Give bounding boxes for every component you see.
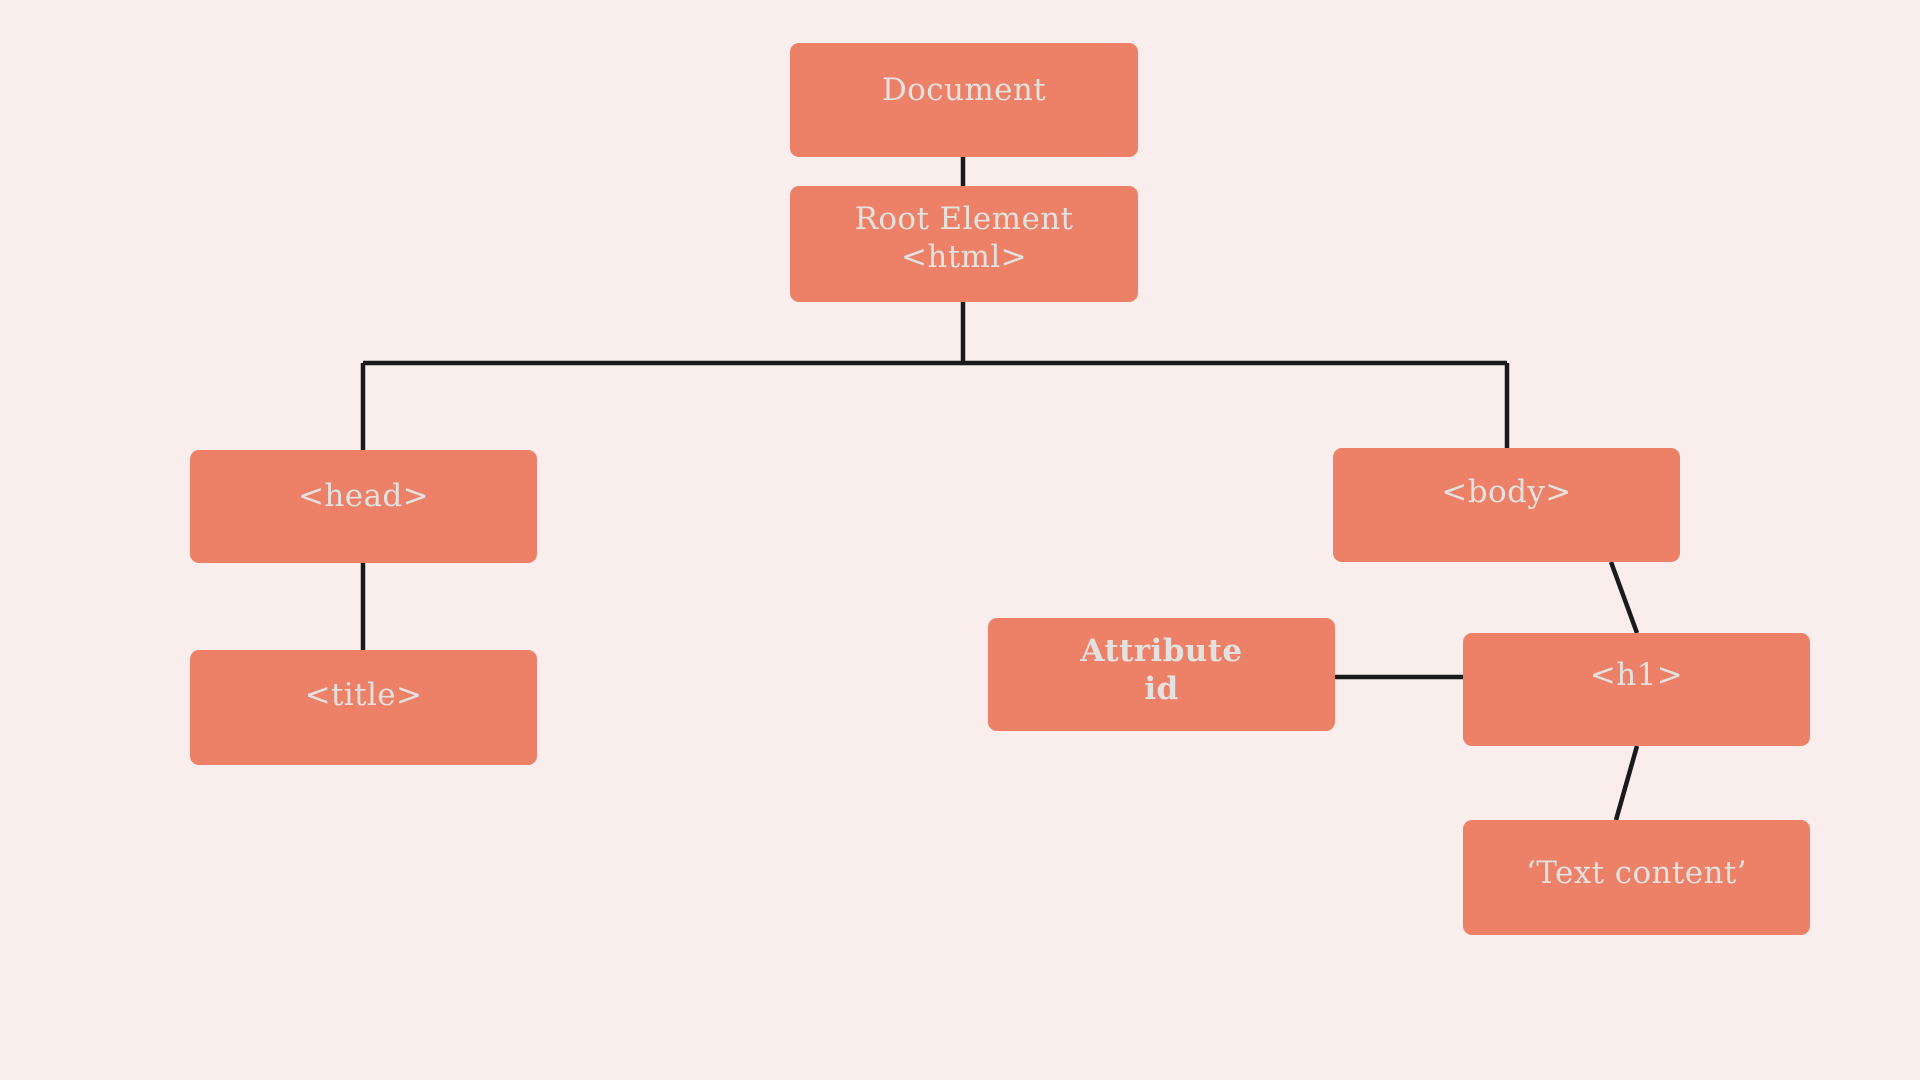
node-h1[interactable]: <h1> xyxy=(1463,633,1810,746)
node-root-element[interactable]: Root Element <html> xyxy=(790,186,1138,302)
node-title-label-0: <title> xyxy=(304,677,423,713)
node-root-element-label-0: Root Element xyxy=(854,201,1074,237)
node-body-label-0: <body> xyxy=(1441,474,1572,510)
node-attribute-id-label-1: id xyxy=(1144,670,1179,707)
node-root-element-label-1: <html> xyxy=(900,238,1028,275)
node-head-label-0: <head> xyxy=(298,478,429,514)
node-text-content[interactable]: ‘Text content’ xyxy=(1463,820,1810,935)
node-h1-label-0: <h1> xyxy=(1589,657,1684,693)
node-title[interactable]: <title> xyxy=(190,650,537,765)
node-head[interactable]: <head> xyxy=(190,450,537,563)
edge-body-h1 xyxy=(1608,561,1640,634)
node-text-content-label-0: ‘Text content’ xyxy=(1526,855,1747,891)
node-document[interactable]: Document xyxy=(790,43,1138,157)
node-body[interactable]: <body> xyxy=(1333,448,1680,562)
node-attribute-id-label-0: Attribute xyxy=(1080,633,1243,669)
node-attribute-id[interactable]: Attribute id xyxy=(988,618,1335,731)
node-document-label-0: Document xyxy=(881,72,1047,108)
edge-h1-text xyxy=(1613,745,1640,821)
